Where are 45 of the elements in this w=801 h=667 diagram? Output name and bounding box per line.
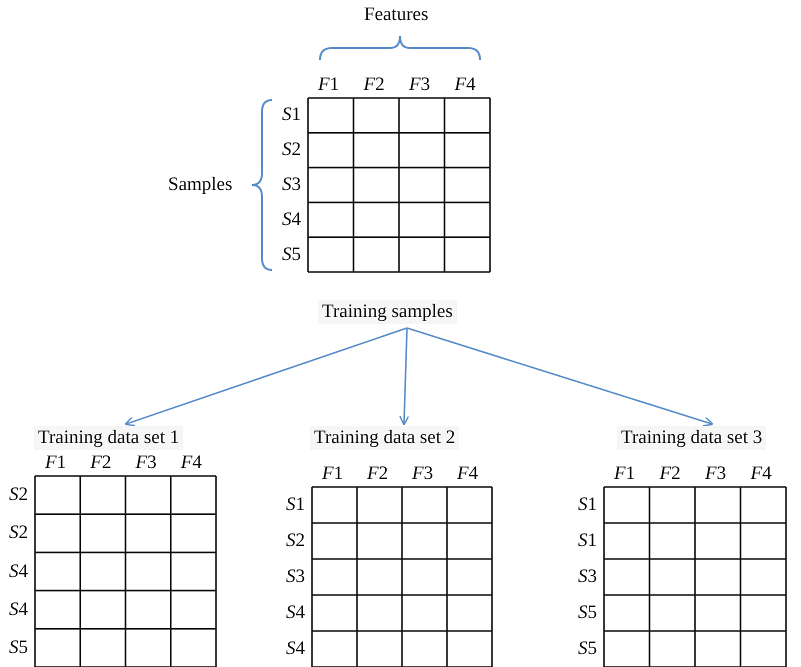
axis-title: Features [364, 4, 428, 26]
row-label: S5 [9, 636, 28, 659]
row-label: S3 [578, 566, 597, 588]
caption-text: Training data set 3 [617, 426, 766, 450]
row-label: S1 [578, 530, 597, 552]
row-label: S3 [282, 174, 301, 196]
row-label: S4 [282, 208, 301, 231]
column-header: F3 [705, 463, 726, 485]
caption-text: Training data set 2 [310, 426, 460, 450]
row-label: S4 [9, 560, 28, 582]
column-header: F3 [136, 452, 157, 474]
row-label: S2 [9, 522, 28, 544]
column-header: F2 [367, 463, 388, 485]
row-label: S2 [282, 139, 301, 162]
row-label: S5 [578, 602, 597, 624]
caption-text: Training data set 1 [34, 426, 184, 450]
row-label: S4 [9, 598, 28, 621]
row-label: S1 [282, 104, 301, 126]
row-label: S4 [286, 638, 305, 660]
axis-title: Samples [168, 174, 232, 196]
column-header: F2 [90, 452, 112, 474]
column-header: F4 [180, 452, 202, 474]
row-label: S5 [282, 244, 301, 266]
column-header: F1 [614, 463, 636, 485]
column-header: F1 [318, 74, 340, 96]
column-header: F4 [454, 74, 476, 96]
caption-text: Training samples [318, 300, 457, 324]
arrow [124, 327, 408, 426]
row-label: S1 [286, 494, 305, 516]
arrow [406, 327, 714, 427]
column-header: F1 [45, 452, 66, 474]
row-label: S2 [9, 484, 28, 506]
row-label: S4 [286, 602, 305, 624]
column-header: F1 [322, 463, 344, 485]
column-header: F4 [457, 463, 478, 485]
row-label: S3 [286, 566, 305, 588]
column-header: F3 [412, 463, 434, 485]
column-header: F2 [364, 74, 385, 96]
row-label: S1 [578, 494, 597, 516]
row-label: S5 [578, 638, 597, 660]
row-label: S2 [286, 530, 305, 552]
column-header: F4 [750, 463, 772, 485]
arrow [399, 328, 410, 426]
column-header: F2 [660, 463, 681, 485]
column-header: F3 [409, 74, 430, 96]
